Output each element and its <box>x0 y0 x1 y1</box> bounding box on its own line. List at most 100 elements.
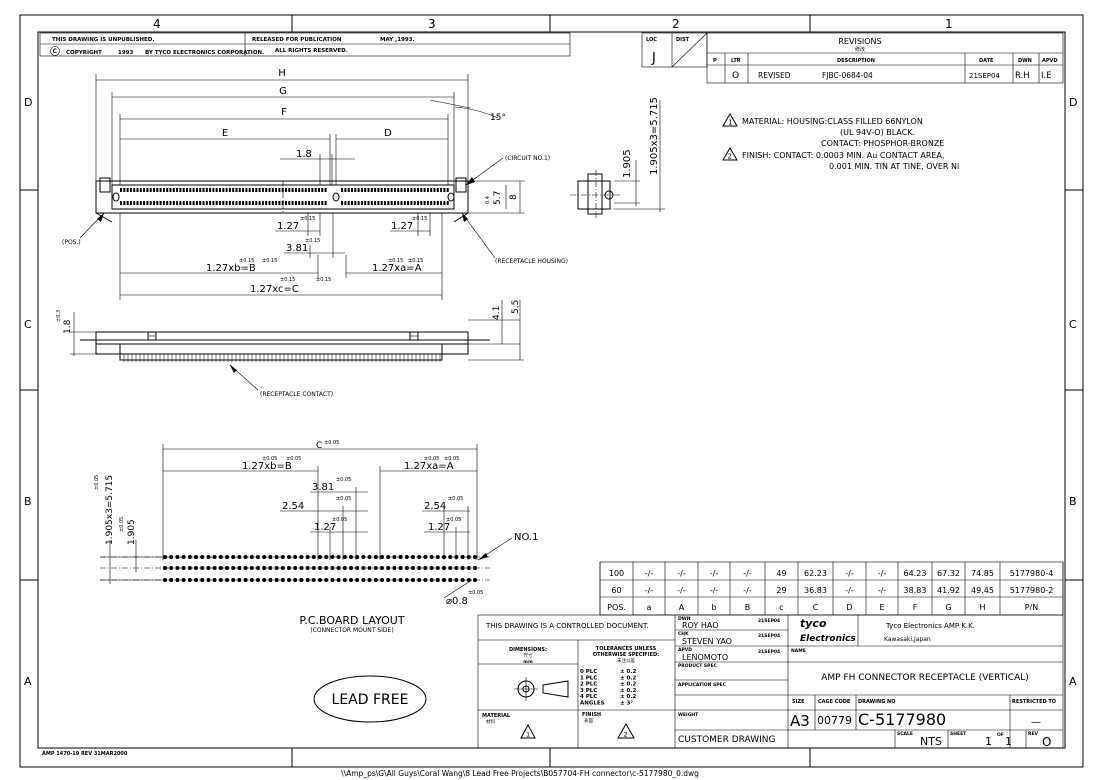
dwn-name: ROY HAO <box>682 621 719 630</box>
dwn-label: DWN <box>678 616 691 622</box>
pcb-tol-1-27-right: ±0.05 <box>446 517 461 523</box>
scale-label: SCALE <box>897 731 913 737</box>
rev-header-dwn: DWN <box>1018 58 1032 64</box>
tol-xa-2: ±0.15 <box>408 258 423 264</box>
zone-row-b-left: B <box>24 495 32 508</box>
drawing-no-label: DRAWING NO <box>858 699 896 705</box>
dim-table-cell: 5177980-4 <box>1010 569 1054 578</box>
dim-5-7: 5.7 <box>493 191 503 205</box>
dist-label: DIST <box>676 37 690 43</box>
dim-8: 8 <box>509 194 519 200</box>
tolerance-plc-value: ± 0.2 <box>620 682 636 688</box>
dim-table-cell: 49.45 <box>971 586 994 595</box>
name-label: NAME <box>791 648 806 654</box>
pcb-hole-diameter: ⌀0.8 <box>446 596 468 607</box>
dim-table-header: c <box>779 603 783 612</box>
zone-row-d-left: D <box>24 96 32 109</box>
note-1-number: 1 <box>728 119 732 127</box>
rev-header-date: DATE <box>979 58 994 64</box>
finish-cn: 表面 <box>584 717 593 724</box>
dim-1-27-right: 1.27 <box>391 221 413 232</box>
dwn-date: 21SEP04 <box>758 618 780 624</box>
zone-col-2: 2 <box>672 17 680 31</box>
pcb-tol-xa-2: ±0.05 <box>444 456 459 462</box>
dim-d-label: D <box>384 128 392 139</box>
rev-desc-ref: FJBC-0684-04 <box>822 71 873 80</box>
material-ref: 1 <box>526 731 530 739</box>
top-view: H G F E D 15° 1.8 1.27 ±0.15 1.27 <box>62 68 568 300</box>
dim-table-cell: 5177980-2 <box>1010 586 1054 595</box>
dim-table-cell: 62.23 <box>804 569 827 578</box>
dim-1-27-left: 1.27 <box>277 221 299 232</box>
finish-triangle-icon <box>617 722 635 739</box>
file-path: \\Amp_ps\G\All Guys\Coral Wang\8 Lead Fr… <box>341 769 699 778</box>
callout-receptacle-housing: (RECEPTACLE HOUSING) <box>495 258 568 265</box>
dim-table-header: A <box>679 603 685 612</box>
pcb-tol-xa-1: ±0.05 <box>424 456 439 462</box>
rights-note: ALL RIGHTS RESERVED. <box>275 48 348 54</box>
pcb-dim-2-54-right: 2.54 <box>424 501 446 512</box>
tolerance-plc-value: ± 0.2 <box>620 688 636 694</box>
rev-dwn: R.H <box>1015 71 1030 81</box>
dim-table-cell: 74.85 <box>971 569 994 578</box>
tolerance-plc-label: 4 PLC <box>580 694 597 700</box>
form-reference: AMP 1470-19 REV 31MAR2000 <box>42 751 128 757</box>
pcb-tol-c: ±0.05 <box>324 440 339 446</box>
tol-1-27-right: ±0.15 <box>412 216 427 222</box>
tolerance-plc-label: 0 PLC <box>580 669 597 675</box>
pcb-tol-3-81: ±0.05 <box>336 477 351 483</box>
cage-label: CAGE CODE <box>818 699 851 705</box>
zone-col-1: 1 <box>945 17 953 31</box>
tolerance-plc-label: 3 PLC <box>580 688 597 694</box>
tolerance-plc-value: ± 0.2 <box>620 675 636 681</box>
dim-table-cell: 38.83 <box>904 586 927 595</box>
dim-table-cell: -/- <box>710 569 719 578</box>
pcb-layout: C ±0.05 1.27xb=B ±0.05 ±0.05 1.27xa=A ±0… <box>94 440 539 634</box>
dim-1-27xa: 1.27xa=A <box>372 263 422 274</box>
tolerance-plc-value: ± 3° <box>620 701 633 707</box>
tol-xb-2: ±0.15 <box>262 258 277 264</box>
dim-table-header: G <box>945 603 951 612</box>
dim-table-cell: 49 <box>776 569 786 578</box>
sheet-label: SHEET <box>950 731 967 737</box>
dim-table-cell: 100 <box>609 569 624 578</box>
release-date: MAY ,1993. <box>380 37 415 43</box>
of-value: 1 <box>1005 735 1012 748</box>
dim-side-5-5: 5.5 <box>511 300 521 314</box>
sheet-value: 1 <box>985 735 992 748</box>
note-1-ul-rating: (UL 94V-O) BLACK. <box>840 128 915 137</box>
dim-table-cell: 29 <box>776 586 786 595</box>
dim-table-cell: 60 <box>611 586 621 595</box>
apvd-date: 21SEP04 <box>758 649 780 655</box>
dim-h-label: H <box>278 68 286 79</box>
pcb-tol-1-27-left: ±0.05 <box>332 517 347 523</box>
dim-5-715-end: 1.905x3=5.715 <box>649 97 660 175</box>
tol-3-81: ±0.15 <box>305 238 320 244</box>
dimensions-label: DIMENSIONS: <box>509 647 547 653</box>
scale-value: NTS <box>920 735 942 748</box>
zone-row-b-right: B <box>1069 495 1077 508</box>
tol-xa-1: ±0.15 <box>388 258 403 264</box>
tol-xa-3: ±0.15 <box>316 277 331 283</box>
dim-table-header: C <box>813 603 819 612</box>
zone-row-d-right: D <box>1069 96 1077 109</box>
dim-3-81: 3.81 <box>286 243 308 254</box>
zone-row-a-left: A <box>24 675 32 688</box>
svg-text:C: C <box>53 48 58 55</box>
customer-drawing-label: CUSTOMER DRAWING <box>678 735 776 745</box>
pcb-dim-5-715: 1.905x3=5.715 <box>105 475 115 545</box>
dim-table-cell: 41.92 <box>937 586 960 595</box>
pcb-dim-2-54-left: 2.54 <box>282 501 304 512</box>
rev-header-description: DESCRIPTION <box>837 58 875 64</box>
dim-table-cell: -/- <box>743 586 752 595</box>
zone-row-c-left: C <box>24 318 32 331</box>
material-cn: 材料 <box>486 718 495 725</box>
product-spec-label: PRODUCT SPEC <box>678 663 718 669</box>
company-location: Kawasaki,Japan <box>884 636 931 643</box>
dim-table-cell: 67.32 <box>937 569 960 578</box>
pcb-dim-xb: 1.27xb=B <box>242 461 292 472</box>
restricted-to-label: RESTRICTED TO <box>1012 699 1056 705</box>
tolerance-plc-label: 1 PLC <box>580 675 597 681</box>
dim-side-1-8: 1.8 <box>63 319 73 334</box>
